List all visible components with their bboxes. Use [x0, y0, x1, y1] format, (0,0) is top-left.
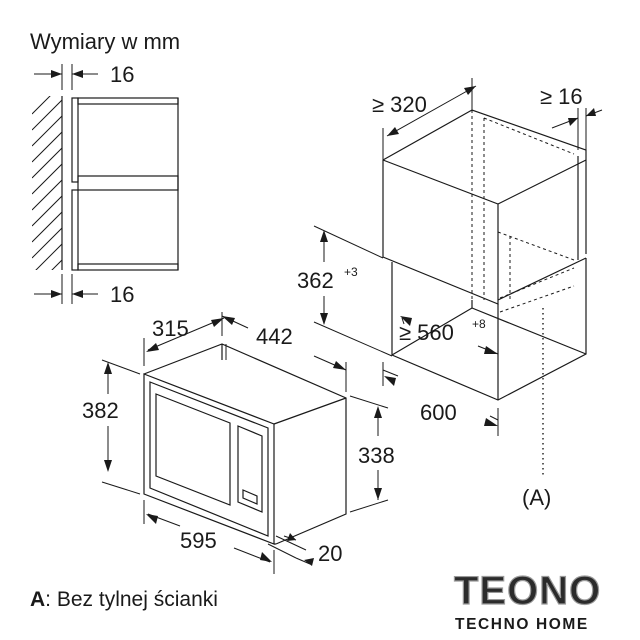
top-board	[77, 97, 179, 105]
wall-section-view: 16 16	[32, 62, 179, 307]
svg-text:A: Bez tylnej ścianki: A: Bez tylnej ścianki	[30, 588, 218, 611]
legend-note: A: Bez tylnej ścianki	[30, 588, 218, 611]
side-panel-lower	[71, 189, 79, 271]
mid-board	[77, 175, 179, 191]
marker-a-label: (A)	[522, 485, 551, 510]
dim-opening-width: ≥ 560	[399, 320, 454, 345]
dim-unit-height: 338	[358, 443, 395, 468]
dim-unit-depth: 442	[256, 324, 293, 349]
side-panel-upper	[71, 97, 79, 183]
dim-opening-height-tol: +3	[344, 265, 358, 279]
wall-hatching	[32, 96, 62, 270]
dim-wall-gap-top: 16	[110, 62, 134, 87]
legend-text: : Bez tylnej ścianki	[45, 588, 218, 611]
microwave-view: 315 442 382 338 595	[82, 312, 395, 574]
bottom-board	[77, 263, 179, 271]
dim-wall-gap-bottom: 16	[110, 282, 134, 307]
logo-name: TEONO	[454, 569, 601, 613]
cabinet-view: ≥ 320 ≥ 16 362 +3 ≥ 560 +8 600 (A)	[297, 78, 603, 510]
dim-opening-height: 362	[297, 268, 334, 293]
logo-tagline: TECHNO HOME	[455, 616, 589, 633]
dim-frame-height: 382	[82, 398, 119, 423]
control-button	[242, 489, 258, 505]
dim-cabinet-side: ≥ 16	[540, 84, 583, 109]
teono-logo: TEONO TECHNO HOME	[453, 568, 601, 633]
dim-frame-thickness: 20	[318, 541, 342, 566]
dim-cabinet-width: 600	[420, 400, 457, 425]
door-window	[155, 393, 231, 506]
drawing-title: Wymiary w mm	[30, 29, 180, 54]
dim-cabinet-depth: ≥ 320	[372, 92, 427, 117]
control-panel	[237, 425, 263, 513]
dim-opening-width-tol: +8	[472, 317, 486, 331]
dim-frame-depth: 315	[152, 316, 189, 341]
legend-key: A	[30, 588, 45, 611]
dim-frame-width: 595	[180, 528, 217, 553]
